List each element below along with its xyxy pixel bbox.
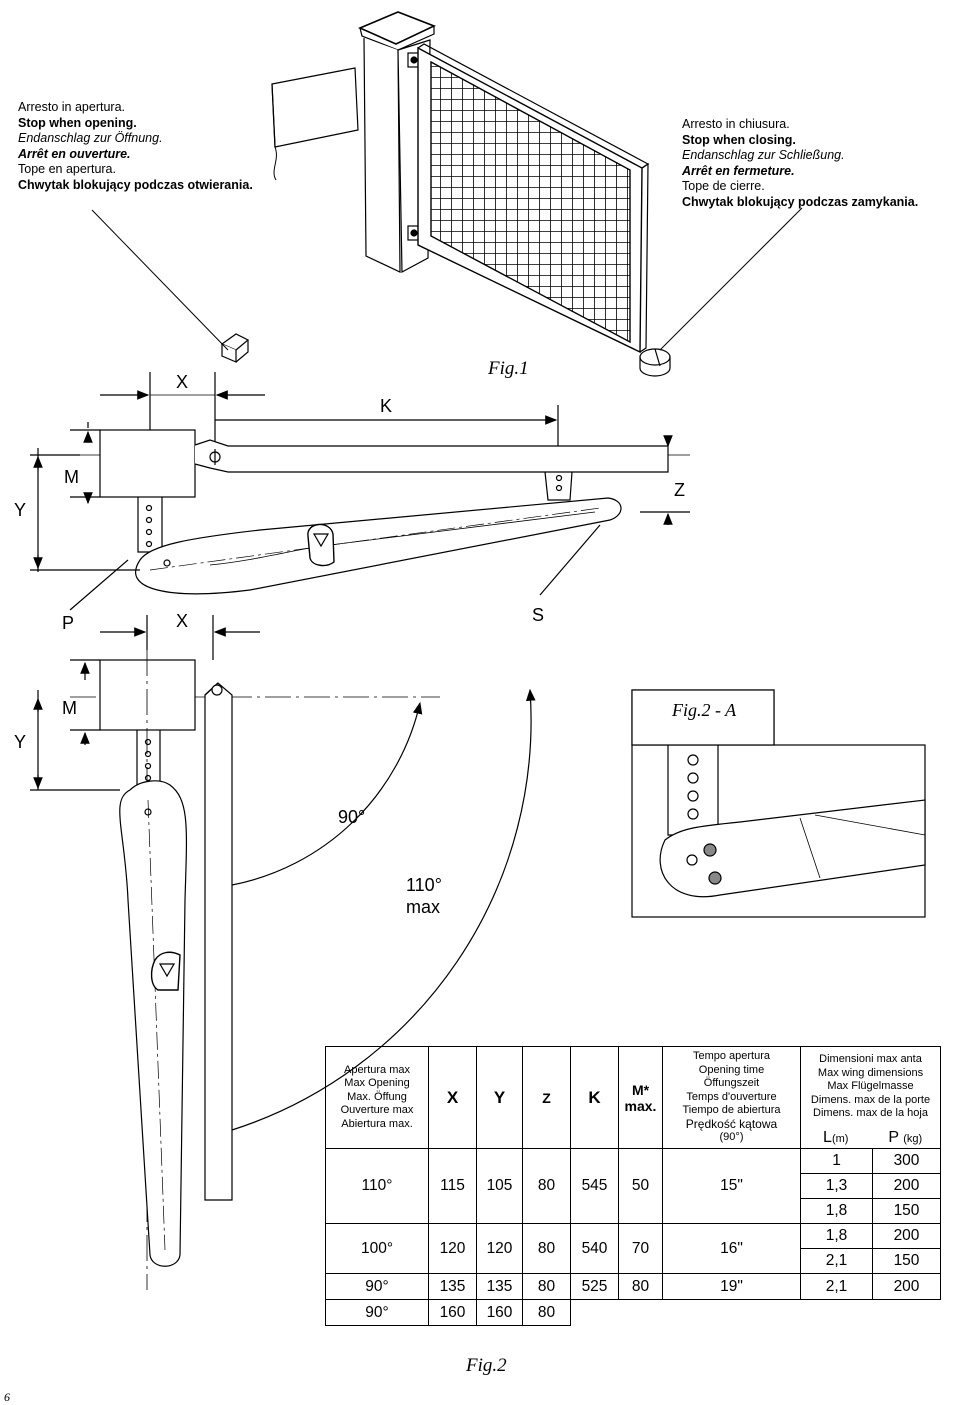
note-it: Arresto in apertura. bbox=[18, 100, 125, 114]
note-pl: Chwytak blokujący podczas zamykania. bbox=[682, 194, 919, 209]
cell-l: 1,8 bbox=[800, 1198, 873, 1224]
cell-time: 19" bbox=[662, 1273, 801, 1300]
col-m-header: M*max. bbox=[618, 1046, 663, 1149]
cell-time: 15" bbox=[662, 1148, 801, 1224]
cell-x: 120 bbox=[428, 1223, 477, 1274]
note-de: Endanschlag zur Schließung. bbox=[682, 148, 845, 162]
page-number: 6 bbox=[4, 1390, 10, 1404]
note-es: Tope de cierre. bbox=[682, 179, 765, 193]
fig2-label-s: S bbox=[532, 605, 544, 625]
cell-time: 16" bbox=[662, 1223, 801, 1274]
fig1-label-y: Y bbox=[14, 500, 26, 520]
fig2-label-m: M bbox=[62, 698, 77, 718]
cell-angle: 90° bbox=[325, 1273, 429, 1300]
cell-l: 1 bbox=[800, 1148, 873, 1174]
time-header: Tempo apertura Opening time Öffungszeit … bbox=[662, 1046, 801, 1149]
gate-illustration bbox=[220, 11, 671, 377]
cell-m: 50 bbox=[618, 1148, 663, 1224]
leader-line bbox=[91, 209, 229, 351]
cell-x: 160 bbox=[428, 1299, 477, 1326]
cell-l: 1,8 bbox=[800, 1223, 873, 1249]
angle-110-label: 110° bbox=[406, 875, 442, 895]
note-de: Endanschlag zur Öffnung. bbox=[18, 131, 163, 145]
closing-stop-notes: Arresto in chiusura. Stop when closing. … bbox=[682, 117, 918, 210]
cell-angle: 100° bbox=[325, 1223, 429, 1274]
cell-p: 150 bbox=[872, 1198, 941, 1224]
cell-l: 1,3 bbox=[800, 1173, 873, 1199]
note-es: Tope en apertura. bbox=[18, 162, 116, 176]
fig1-caption: Fig.1 bbox=[487, 358, 529, 379]
cell-m: 70 bbox=[618, 1223, 663, 1274]
cell-k: 545 bbox=[570, 1148, 619, 1224]
fig1-label-m: M bbox=[64, 467, 79, 487]
fig2-label-x: X bbox=[176, 611, 188, 631]
leader-line bbox=[659, 207, 803, 351]
table-header-row: Apertura max Max Opening Max. Öffung Ouv… bbox=[325, 1046, 941, 1149]
fig1-label-x: X bbox=[176, 372, 188, 392]
col-p-header: P bbox=[888, 1128, 899, 1146]
table-row: 1,8 150 bbox=[326, 1198, 941, 1224]
cell-k: 525 bbox=[570, 1273, 619, 1300]
note-fr: Arrêt en fermeture. bbox=[682, 163, 795, 178]
cell-x: 115 bbox=[428, 1148, 477, 1224]
angle-90-label: 90° bbox=[338, 807, 365, 827]
cell-k: 540 bbox=[570, 1223, 619, 1274]
angle-max-label: max bbox=[406, 897, 440, 917]
note-fr: Arrêt en ouverture. bbox=[18, 146, 131, 161]
fig1-label-k: K bbox=[380, 396, 392, 416]
fig2-label-p: P bbox=[62, 613, 74, 633]
fig2a-caption: Fig.2 - A bbox=[671, 700, 737, 720]
col-y-header: Y bbox=[476, 1046, 523, 1149]
col-z-header: Z bbox=[522, 1046, 571, 1149]
cell-p: 300 bbox=[872, 1148, 941, 1174]
opening-stop-notes: Arresto in apertura. Stop when opening. … bbox=[18, 100, 253, 193]
cell-p: 200 bbox=[872, 1173, 941, 1199]
cell-y: 105 bbox=[476, 1148, 523, 1224]
cell-p: 150 bbox=[872, 1248, 941, 1274]
dims-header: Dimensioni max anta Max wing dimensions … bbox=[800, 1046, 941, 1149]
cell-z: 80 bbox=[522, 1299, 571, 1326]
cell-l: 2,1 bbox=[800, 1273, 873, 1300]
table-row: 90° 135 135 80 525 80 19" 2,1 200 bbox=[325, 1273, 941, 1300]
table-row: 100° 120 120 80 540 70 16" 1,8 200 bbox=[325, 1223, 941, 1274]
note-it: Arresto in chiusura. bbox=[682, 117, 790, 131]
cell-z: 80 bbox=[522, 1223, 571, 1274]
note-en: Stop when opening. bbox=[18, 115, 137, 130]
note-en: Stop when closing. bbox=[682, 132, 796, 147]
cell-y: 160 bbox=[476, 1299, 523, 1326]
table-row: 110° 115 105 80 545 50 15" 1 300 bbox=[325, 1148, 941, 1224]
cell-x: 135 bbox=[428, 1273, 477, 1300]
cell-m: 80 bbox=[618, 1273, 663, 1300]
fig2-drawing bbox=[30, 615, 926, 1290]
spec-table: Apertura max Max Opening Max. Öffung Ouv… bbox=[325, 1046, 941, 1326]
opening-header: Apertura max Max Opening Max. Öffung Ouv… bbox=[325, 1046, 429, 1149]
col-x-header: X bbox=[428, 1046, 477, 1149]
cell-l: 2,1 bbox=[800, 1248, 873, 1274]
note-pl: Chwytak blokujący podczas otwierania. bbox=[18, 177, 253, 192]
cell-z: 80 bbox=[522, 1148, 571, 1224]
cell-y: 135 bbox=[476, 1273, 523, 1300]
table-row: 2,1 150 bbox=[326, 1248, 941, 1274]
col-k-header: K bbox=[570, 1046, 619, 1149]
cell-angle: 110° bbox=[325, 1148, 429, 1224]
fig1-label-z: Z bbox=[674, 480, 685, 500]
col-l-header: L bbox=[823, 1128, 832, 1146]
fig2-caption: Fig.2 bbox=[466, 1355, 507, 1376]
cell-y: 120 bbox=[476, 1223, 523, 1274]
cell-p: 200 bbox=[872, 1273, 941, 1300]
cell-p: 200 bbox=[872, 1223, 941, 1249]
table-row: 90° 160 160 80 bbox=[325, 1299, 941, 1326]
cell-angle: 90° bbox=[325, 1299, 429, 1326]
fig1-drawing bbox=[30, 372, 690, 611]
fig2-label-y: Y bbox=[14, 732, 26, 752]
cell-z: 80 bbox=[522, 1273, 571, 1300]
